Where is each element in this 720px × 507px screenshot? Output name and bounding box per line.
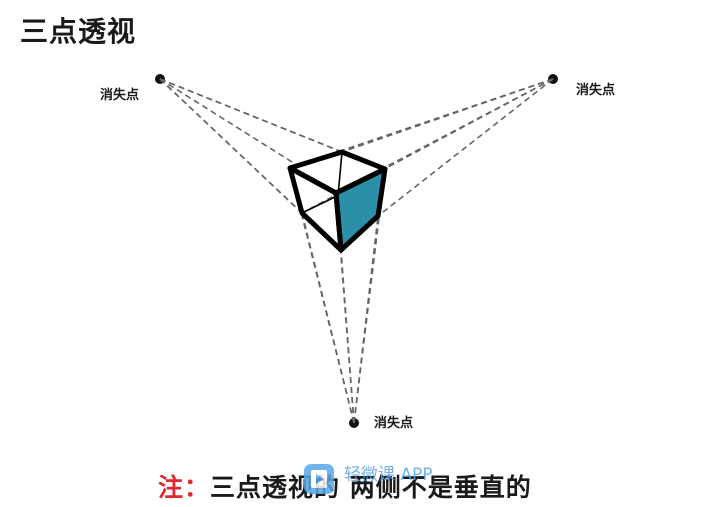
cube-right-face-outline: [333, 166, 388, 253]
cube-inner-edge: [337, 151, 343, 197]
note-prefix: 注：: [158, 473, 211, 502]
perspective-guides: [159, 78, 554, 424]
vanishing-point-label-bottom: 消失点: [374, 416, 414, 431]
note: 注：三点透视的 两侧不是垂直的: [158, 468, 532, 504]
vanishing-point-label-left: 消失点: [100, 88, 140, 103]
vanishing-point-label-right: 消失点: [576, 83, 616, 98]
page-title: 三点透视: [20, 15, 137, 48]
cube: [287, 149, 388, 253]
note-text: 三点透视的 两侧不是垂直的: [210, 473, 532, 502]
cube-inner-edge: [301, 195, 338, 214]
